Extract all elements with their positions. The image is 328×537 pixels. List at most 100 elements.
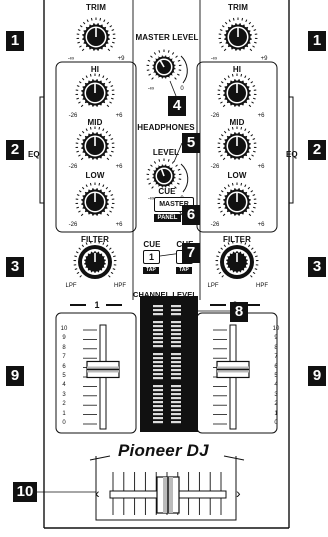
knob-grip	[101, 80, 105, 84]
meter-segment	[171, 401, 181, 404]
knob-grip	[107, 144, 111, 148]
knob-tick	[74, 268, 78, 270]
callout-badge: 9	[6, 366, 24, 386]
knob-tick	[79, 275, 82, 278]
knob-grip	[152, 72, 156, 76]
meter-segment	[153, 313, 163, 316]
knob-tick	[251, 247, 254, 250]
knob-grip	[243, 80, 247, 84]
mid-min-ch1: -26	[68, 164, 78, 170]
knob-grip	[232, 22, 236, 26]
knob-grip	[80, 35, 84, 39]
knob-grip	[174, 174, 178, 178]
knob-tick	[216, 268, 220, 270]
knob-tick	[252, 45, 255, 48]
knob-tick	[85, 184, 88, 188]
fader-scale-number: 3	[274, 391, 278, 398]
knob-tick	[78, 190, 82, 193]
knob-tick	[148, 73, 152, 76]
knob-grip	[91, 249, 95, 253]
meter-segment	[153, 373, 163, 376]
knob-tick	[227, 242, 230, 245]
eq-knob-ch2	[217, 182, 257, 218]
knob-grip	[239, 157, 243, 161]
knob-grip	[248, 196, 252, 200]
knob-tick	[218, 150, 221, 153]
knob-grip	[89, 187, 93, 191]
pioneer-dj-logo: Pioneer DJ	[118, 441, 209, 460]
meter-segment	[153, 389, 163, 392]
knob-tick	[253, 97, 256, 100]
knob-grip	[95, 271, 99, 275]
hi-label-ch1: HI	[90, 65, 100, 74]
knob-grip	[162, 162, 166, 166]
knob-tick	[76, 85, 80, 87]
knob-grip	[235, 158, 239, 162]
meter-segment	[153, 341, 163, 344]
master-level-arc	[180, 55, 188, 84]
knob-tick	[167, 50, 170, 53]
knob-grip	[166, 185, 170, 190]
knob-grip	[152, 58, 156, 62]
knob-grip	[249, 200, 253, 204]
knob-grip	[91, 271, 95, 275]
knob-tick	[253, 251, 257, 254]
knob-grip	[246, 83, 250, 87]
fader-scale-number: 4	[62, 382, 66, 389]
meter-segment	[153, 361, 163, 364]
knob-tick	[251, 25, 255, 28]
knob-tick	[171, 52, 175, 55]
callout-badge: 7	[182, 243, 200, 263]
knob-grip	[224, 136, 228, 140]
low-max-ch2: +6	[257, 222, 265, 228]
meter-segment	[153, 365, 163, 368]
knob-tick	[86, 19, 89, 23]
knob-grip	[224, 260, 228, 264]
knob-grip	[237, 271, 241, 275]
meter-segment	[171, 389, 181, 392]
knob-tick	[80, 157, 84, 161]
knob-tick	[105, 77, 109, 81]
knob-grip	[239, 187, 243, 191]
knob-grip	[97, 187, 101, 191]
knob-grip	[227, 133, 231, 137]
meter-segment	[171, 305, 181, 308]
knob-tick	[108, 134, 112, 137]
crossfader-right-arrow: ›	[236, 485, 241, 501]
meter-segment	[171, 337, 181, 340]
knob-grip	[88, 251, 91, 254]
knob-grip	[97, 104, 101, 108]
knob-grip	[107, 39, 111, 43]
knob-tick	[150, 55, 153, 58]
low-min-ch1: -26	[68, 222, 78, 228]
knob-tick	[217, 251, 221, 254]
knob-grip	[239, 131, 243, 135]
trim-knob-ch1	[76, 17, 116, 53]
knob-grip	[235, 186, 239, 190]
knob-tick	[250, 275, 253, 278]
knob-grip	[169, 55, 173, 59]
cue1-button[interactable]: 1	[143, 250, 160, 264]
knob-grip	[98, 22, 102, 26]
knob-grip	[249, 91, 253, 95]
knob-grip	[106, 95, 110, 99]
knob-tick	[241, 17, 244, 21]
knob-grip	[89, 213, 93, 217]
knob-grip	[104, 192, 108, 196]
knob-grip	[82, 83, 86, 87]
knob-grip	[173, 61, 178, 65]
knob-tick	[106, 157, 110, 161]
knob-grip	[106, 204, 110, 208]
callout-badge: 4	[168, 96, 186, 116]
knob-grip	[250, 35, 254, 39]
fader-scale-number: 8	[62, 344, 66, 351]
knob-grip	[101, 133, 105, 137]
knob-grip	[239, 104, 243, 108]
knob-grip	[174, 65, 178, 69]
knob-grip	[158, 53, 162, 58]
knob-grip	[106, 87, 110, 91]
knob-tick	[244, 128, 247, 132]
knob-grip	[85, 211, 89, 215]
knob-tick	[221, 275, 224, 278]
knob-grip	[106, 196, 110, 200]
